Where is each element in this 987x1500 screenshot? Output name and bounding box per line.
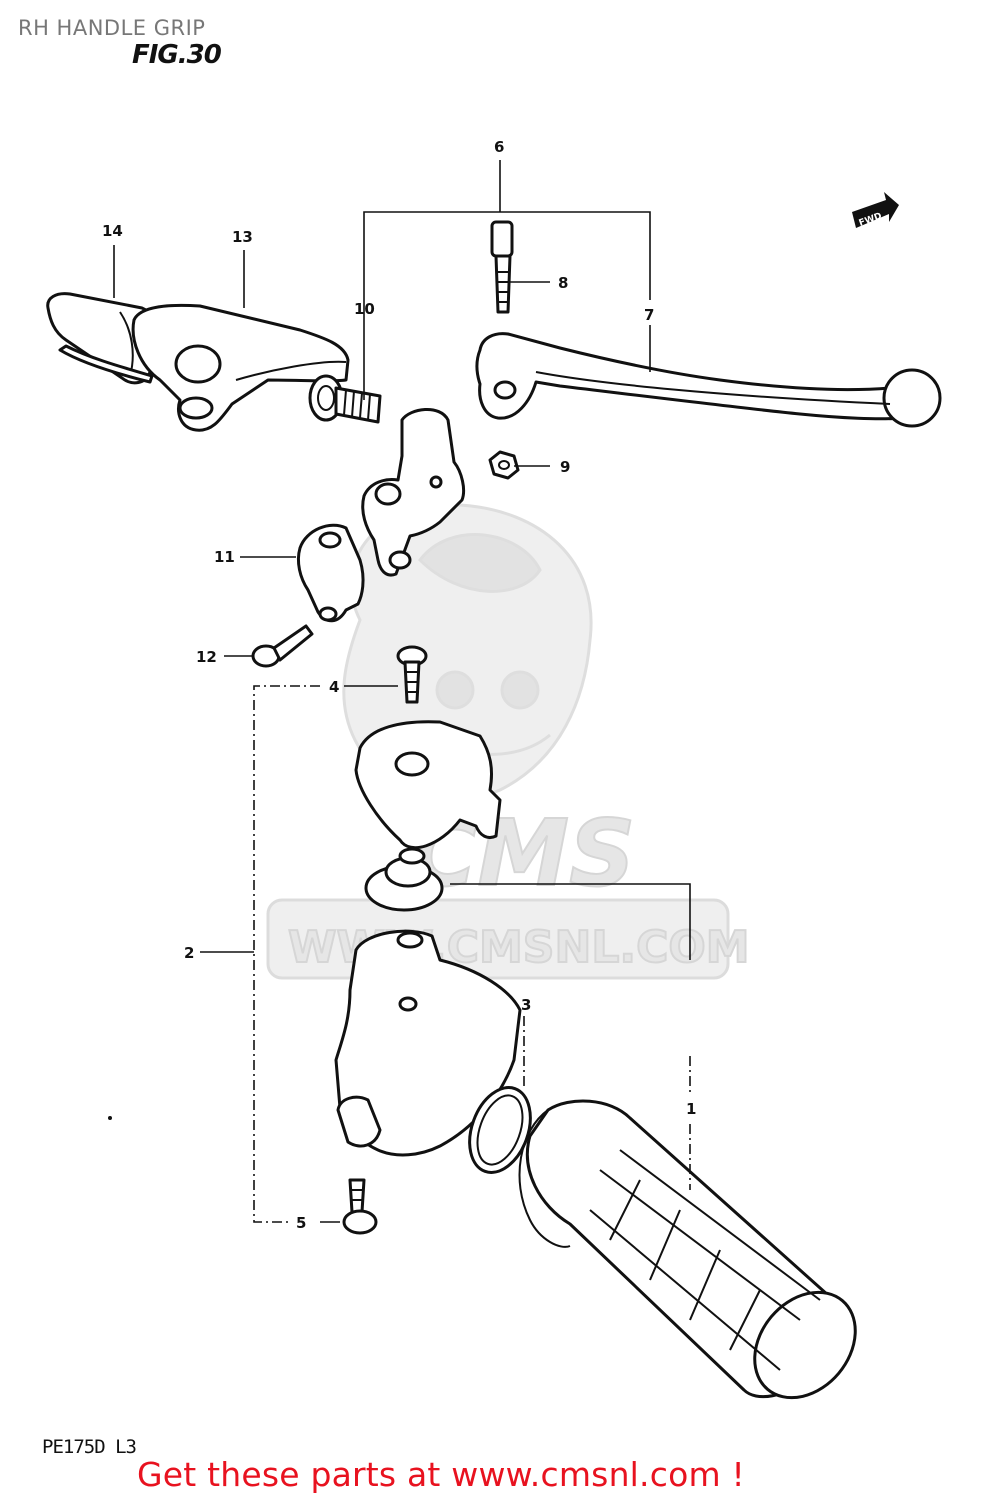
part-label-4: 4 bbox=[329, 678, 339, 696]
part-label-1: 1 bbox=[686, 1100, 696, 1118]
part-label-3: 3 bbox=[521, 996, 531, 1014]
lever-bracket bbox=[361, 408, 466, 577]
throttle-housing-lower bbox=[334, 929, 522, 1157]
part-9-nut bbox=[488, 450, 520, 480]
watermark: CMS WWW.CMSNL.COM bbox=[266, 503, 751, 980]
part-8-pivot-bolt bbox=[490, 220, 514, 314]
part-1-grip bbox=[518, 1099, 857, 1400]
part-label-10: 10 bbox=[354, 300, 375, 318]
footer-shop-link[interactable]: Get these parts at www.cmsnl.com ! bbox=[137, 1455, 745, 1494]
fwd-arrow: FWD bbox=[852, 192, 899, 229]
part-label-12: 12 bbox=[196, 648, 217, 666]
stray-dot bbox=[108, 1116, 112, 1120]
cable-pulley bbox=[364, 847, 444, 912]
part-4-screw bbox=[396, 645, 428, 704]
figure-label: FIG.30 bbox=[132, 40, 222, 70]
part-label-6: 6 bbox=[494, 138, 504, 156]
model-code: PE175D L3 bbox=[42, 1436, 137, 1458]
part-label-11: 11 bbox=[214, 548, 235, 566]
part-label-2: 2 bbox=[184, 944, 194, 962]
fwd-arrow-shape bbox=[852, 192, 899, 228]
throttle-housing-upper bbox=[354, 720, 502, 850]
watermark-url: WWW.CMSNL.COM bbox=[288, 922, 750, 973]
part-12-screw bbox=[251, 624, 314, 668]
part-label-13: 13 bbox=[232, 228, 253, 246]
part-5-screw bbox=[342, 1178, 378, 1235]
part-7-brake-lever bbox=[475, 332, 942, 428]
part-label-14: 14 bbox=[102, 222, 123, 240]
part-label-9: 9 bbox=[560, 458, 570, 476]
part-11-clamp bbox=[296, 523, 365, 623]
leader-lines bbox=[113, 160, 691, 1223]
part-label-5: 5 bbox=[296, 1214, 306, 1232]
page-caption: RH HANDLE GRIP bbox=[18, 16, 206, 40]
part-number-labels: 1 2 3 4 5 6 7 8 9 10 11 12 13 14 bbox=[102, 138, 696, 1232]
part-label-7: 7 bbox=[644, 306, 654, 324]
part-label-8: 8 bbox=[558, 274, 568, 292]
part-10-adjuster-bolt bbox=[308, 374, 382, 424]
part-13-lever-holder bbox=[131, 303, 350, 432]
